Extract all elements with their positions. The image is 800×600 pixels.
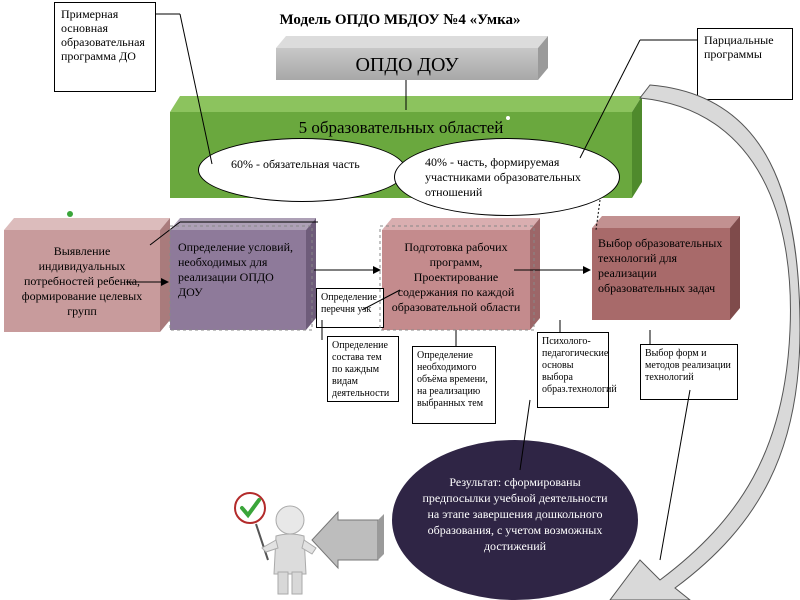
connector-left-callout <box>179 13 213 165</box>
result-ellipse: Результат: сформированы предпосылки учеб… <box>392 440 638 600</box>
connector-result <box>659 389 691 561</box>
block-define-conditions: Определение условий, необходимых для реа… <box>170 230 306 330</box>
box-list-definition: Определение перечня узк <box>316 288 384 328</box>
curved-arrow-right <box>609 84 800 600</box>
box-forms-methods: Выбор форм и методов реализации технолог… <box>640 344 738 400</box>
callout-partial-programs: Парциальные программы <box>697 28 793 100</box>
block-identify-needs: Выявление индивидуальных потребностей ре… <box>4 230 160 332</box>
ellipse-mandatory-part: 60% - обязательная часть <box>198 138 406 202</box>
person-figure-icon <box>255 505 317 595</box>
connector-s1 <box>361 289 401 311</box>
block-work-programs: Подготовка рабочих программ, Проектирова… <box>382 230 530 330</box>
arrow-left-icon <box>311 510 384 570</box>
ellipse-variable-part: 40% - часть, формируемая участниками обр… <box>394 138 620 216</box>
opdo-bar: ОПДО ДОУ <box>276 48 538 80</box>
connector-b1-top <box>149 221 181 246</box>
checkmark-icon <box>234 492 266 524</box>
callout-sample-program: Примерная основная образовательная прогр… <box>54 2 156 92</box>
box-topics-composition: Определение состава тем по каждым видам … <box>327 336 399 402</box>
box-time-volume: Определение необходимого объёма времени,… <box>412 346 496 424</box>
block-choose-technologies: Выбор образовательных технологий для реа… <box>592 228 730 320</box>
box-psych-basis: Психолого-педагогические основы выбора о… <box>537 332 617 408</box>
diagram-title: Модель ОПДО МБДОУ №4 «Умка» <box>279 12 521 28</box>
connector-right-callout <box>579 39 641 159</box>
